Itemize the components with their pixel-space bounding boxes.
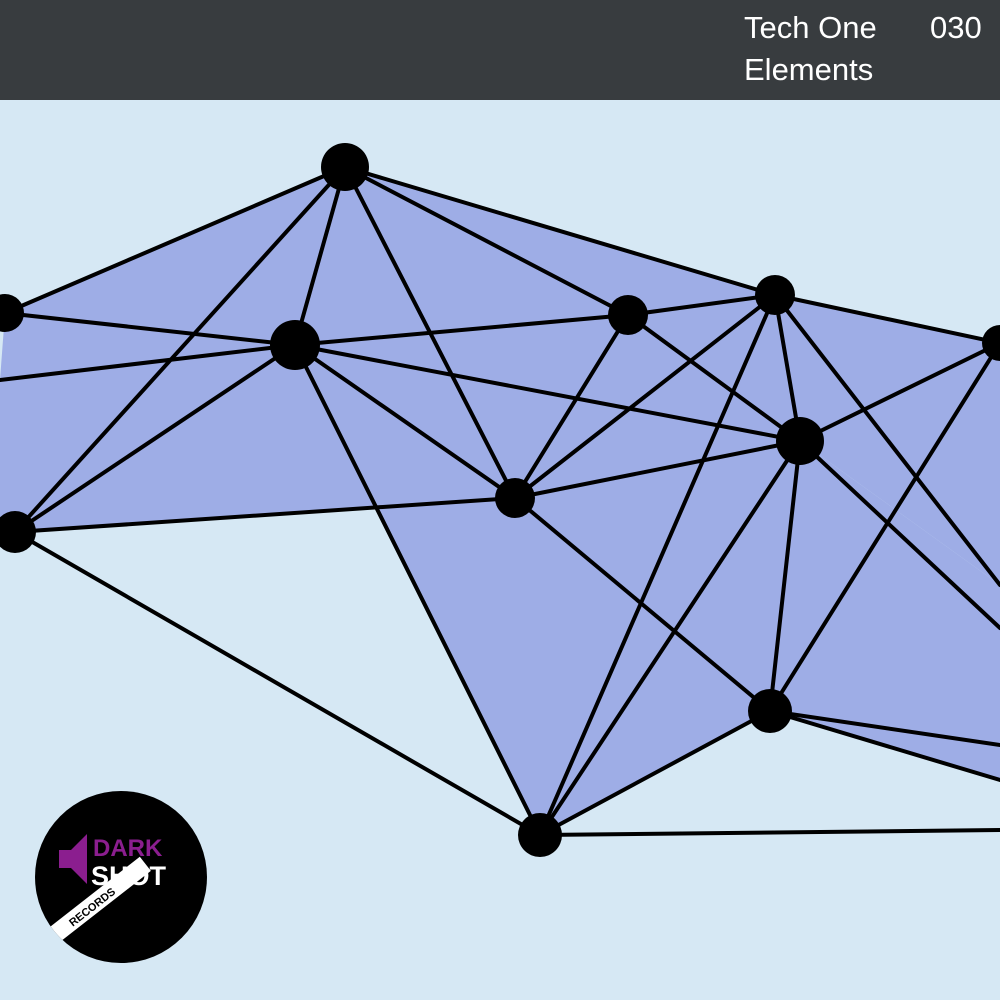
network-edges [0, 165, 1000, 837]
network-node [270, 320, 320, 370]
network-node [748, 689, 792, 733]
catalog-number: 030 [930, 10, 982, 45]
network-node [0, 294, 24, 332]
network-node [495, 478, 535, 518]
header-bar: Tech One 030 Elements [0, 0, 1000, 100]
network-node [776, 417, 824, 465]
network-node [982, 325, 1000, 361]
speaker-icon [59, 834, 87, 884]
logo-ribbon [45, 856, 151, 945]
network-node [321, 143, 369, 191]
network-node [608, 295, 648, 335]
artist-name: Tech One [744, 10, 877, 45]
album-title: Elements [744, 52, 874, 87]
dark-shot-records-logo: DARK SHOT RECORDS [35, 791, 207, 963]
network-node [518, 813, 562, 857]
logo-text-dark: DARK [93, 835, 163, 862]
network-node [0, 511, 36, 553]
network-node [755, 275, 795, 315]
network-nodes [0, 143, 1000, 857]
